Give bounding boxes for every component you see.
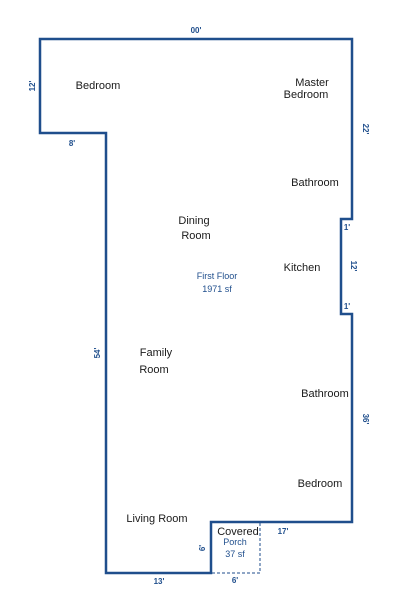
room-label-kitchen: Kitchen — [284, 262, 321, 274]
room-label-living-room: Living Room — [126, 513, 187, 525]
dimension-bottom-right: 17' — [278, 527, 289, 536]
room-label-family-line1: Family — [140, 347, 173, 359]
dimension-left-top: 12' — [28, 81, 37, 92]
dimension-step: 8' — [69, 139, 75, 148]
room-label-dining-line1: Dining — [178, 215, 209, 227]
room-label-bathroom-lower: Bathroom — [301, 388, 349, 400]
dimension-right-lower: 36' — [361, 414, 370, 425]
room-label-bedroom-top: Bedroom — [76, 80, 121, 92]
exterior-wall — [38, 37, 354, 575]
dimension-left-long: 54' — [93, 348, 102, 359]
dimension-notch-side: 12' — [349, 261, 358, 272]
dimension-notch-bottom: 1' — [344, 302, 350, 311]
dimension-porch-side: 6' — [198, 545, 207, 551]
room-label-dining-line2: Room — [181, 230, 210, 242]
dimension-notch-top: 1' — [344, 223, 350, 232]
porch-area: 37 sf — [225, 549, 245, 559]
floor-name: First Floor — [197, 271, 238, 281]
room-label-family-line2: Room — [139, 364, 168, 376]
dimension-porch-bottom: 6' — [232, 576, 238, 585]
room-label-master-line2: Bedroom — [284, 89, 329, 101]
dimension-top: 00' — [191, 26, 202, 35]
dimension-bottom-left: 13' — [154, 577, 165, 586]
floor-area: 1971 sf — [202, 284, 232, 294]
porch-label: Porch — [223, 537, 247, 547]
room-label-bathroom-upper: Bathroom — [291, 177, 339, 189]
room-label-master-line1: Master — [295, 77, 329, 89]
dimension-right-top: 22' — [361, 124, 370, 135]
room-label-bedroom-lower: Bedroom — [298, 478, 343, 490]
room-label-covered: Covered — [217, 526, 259, 538]
